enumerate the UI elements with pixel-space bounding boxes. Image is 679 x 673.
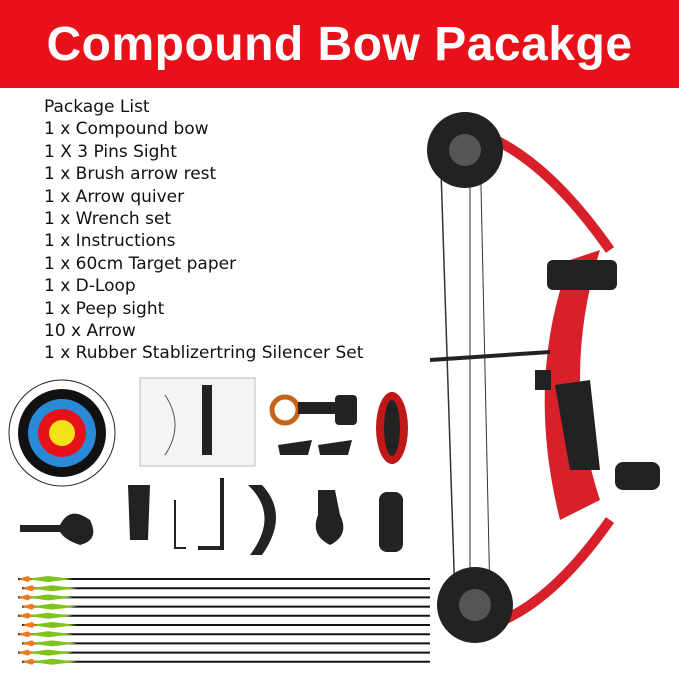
list-item: 1 X 3 Pins Sight	[44, 141, 177, 162]
arrow	[22, 640, 430, 647]
package-list-heading: Package List	[44, 97, 150, 117]
accessories-row	[20, 478, 403, 555]
page-title: Compound Bow Pacakge	[46, 17, 633, 71]
list-item: 10 x Arrow	[44, 321, 136, 342]
arrows-image	[18, 576, 430, 665]
pin-sight-image	[269, 394, 357, 455]
list-item: 1 x Compound bow	[44, 119, 209, 140]
arrow	[22, 603, 430, 610]
arrow	[18, 649, 430, 656]
list-item: 1 x Instructions	[44, 231, 176, 252]
arrow	[22, 658, 430, 665]
arrow	[18, 612, 430, 619]
d-loop-image	[376, 392, 408, 464]
arrow	[18, 594, 430, 601]
list-item: 1 x 60cm Target paper	[44, 253, 237, 274]
arrow	[22, 622, 430, 628]
compound-bow-image	[427, 112, 660, 643]
target-paper-image	[8, 379, 116, 487]
list-item: 1 x Peep sight	[44, 298, 165, 319]
list-item: 1 x Wrench set	[44, 209, 172, 230]
arrow	[18, 576, 430, 582]
instructions-booklet-image	[139, 377, 256, 467]
arrow	[18, 631, 430, 638]
arrow	[22, 585, 430, 592]
list-item: 1 x Rubber Stablizertring Silencer Set	[44, 343, 364, 364]
list-item: 1 x Brush arrow rest	[44, 164, 217, 185]
title-banner: Compound Bow Pacakge	[0, 0, 679, 88]
list-item: 1 x Arrow quiver	[44, 186, 185, 207]
list-item: 1 x D-Loop	[44, 276, 136, 297]
package-list: Package List 1 x Compound bow 1 X 3 Pins…	[44, 96, 363, 365]
